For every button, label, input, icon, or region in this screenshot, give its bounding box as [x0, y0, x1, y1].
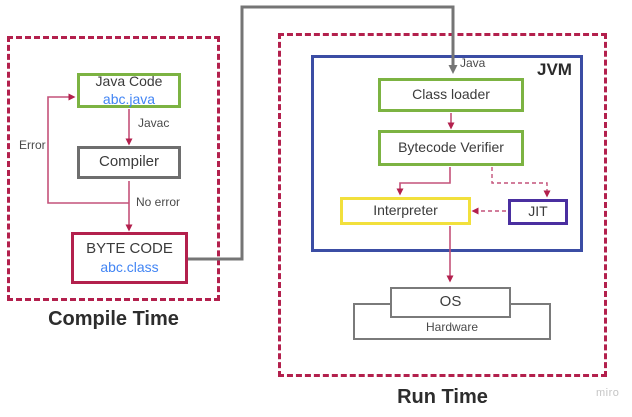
class-loader-title: Class loader: [412, 86, 490, 103]
error-edge-label: Error: [19, 138, 46, 152]
byte-code-filename: abc.class: [100, 258, 159, 275]
jit-node[interactable]: JIT: [508, 199, 568, 225]
interpreter-node[interactable]: Interpreter: [340, 197, 471, 225]
os-title: OS: [439, 293, 462, 311]
java-code-node[interactable]: Java Code abc.java: [77, 73, 181, 108]
run-time-label: Run Time: [397, 386, 488, 408]
bytecode-verifier-title: Bytecode Verifier: [398, 139, 504, 156]
jit-title: JIT: [528, 203, 548, 220]
interpreter-title: Interpreter: [373, 202, 438, 219]
byte-code-title: BYTE CODE: [86, 239, 173, 257]
hardware-title: Hardware: [425, 320, 479, 334]
compiler-title: Compiler: [98, 153, 159, 171]
miro-watermark: miro: [596, 387, 620, 399]
class-loader-node[interactable]: Class loader: [378, 78, 524, 112]
compiler-node[interactable]: Compiler: [77, 146, 181, 179]
byte-code-node[interactable]: BYTE CODE abc.class: [71, 232, 188, 284]
java-edge-label: Java: [460, 56, 486, 70]
os-node[interactable]: OS: [390, 287, 511, 318]
jvm-label: JVM: [537, 60, 572, 79]
java-code-filename: abc.java: [102, 90, 156, 107]
javac-edge-label: Javac: [138, 116, 170, 130]
java-code-title: Java Code: [95, 73, 163, 89]
bytecode-verifier-node[interactable]: Bytecode Verifier: [378, 130, 524, 166]
compile-time-label: Compile Time: [48, 308, 179, 330]
no-error-edge-label: No error: [136, 195, 181, 209]
